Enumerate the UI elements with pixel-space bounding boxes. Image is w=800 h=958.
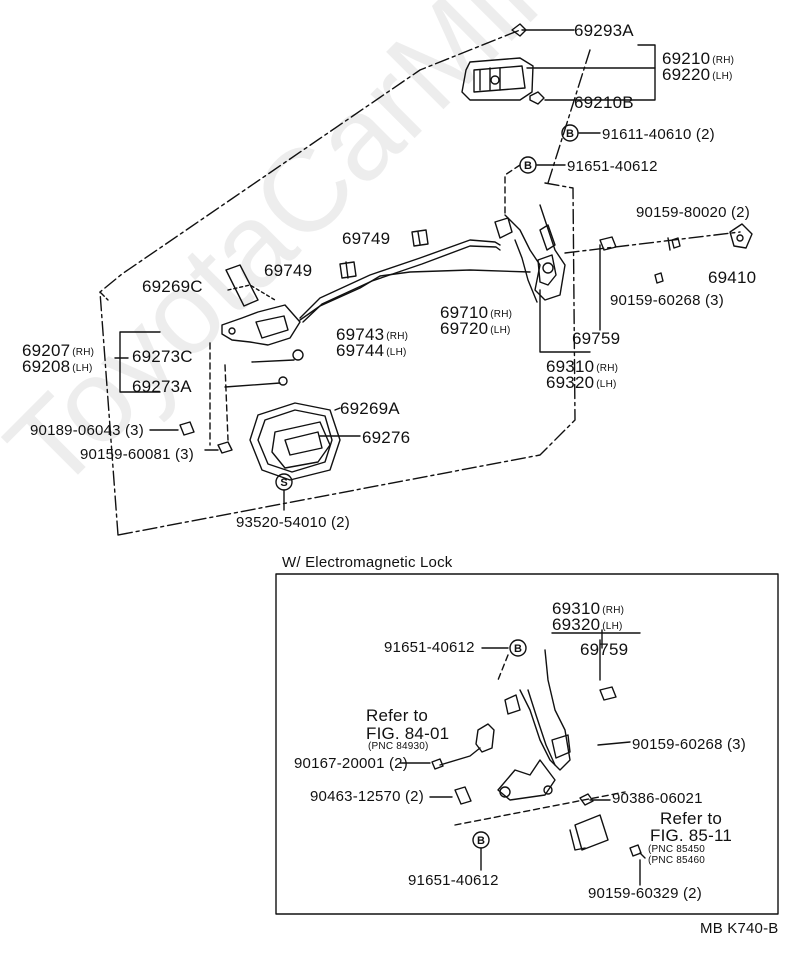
label-69410: 69410 <box>708 268 757 287</box>
label-90159-80020: 90159-80020 (2) <box>636 204 750 221</box>
label-69310-box: 69310(RH) <box>552 599 625 618</box>
label-91651-40612-box: 91651-40612 <box>384 639 475 656</box>
label-90159-60268-top: 90159-60268 (3) <box>610 292 724 309</box>
label-90159-60268-box: 90159-60268 (3) <box>632 736 746 753</box>
label-pnc-84930: (PNC 84930) <box>368 741 429 752</box>
label-fig-84-01: FIG. 84-01 <box>366 724 450 743</box>
diagram-code: MB K740-B <box>700 920 779 937</box>
label-90463-12570: 90463-12570 (2) <box>310 788 424 805</box>
label-90159-60329: 90159-60329 (2) <box>588 885 702 902</box>
door-lock-assembly <box>494 204 566 303</box>
label-69749-a: 69749 <box>342 229 391 248</box>
label-69269a: 69269A <box>340 399 400 418</box>
label-91651-40612-top: 91651-40612 <box>567 158 658 175</box>
label-fig-85-11: FIG. 85-11 <box>650 826 732 845</box>
pad-69269c <box>225 264 259 307</box>
label-69210: 69210(RH) <box>662 49 735 68</box>
circle-b-letter: B <box>477 835 485 847</box>
label-69749-b: 69749 <box>264 261 313 280</box>
circle-b-letter: B <box>514 643 522 655</box>
label-69293a: 69293A <box>574 21 634 40</box>
label-69759-box: 69759 <box>580 640 629 659</box>
label-91611-40610: 91611-40610 (2) <box>602 126 715 143</box>
handle-69276 <box>271 421 331 469</box>
label-93520-54010: 93520-54010 (2) <box>236 514 350 531</box>
label-90167-20001: 90167-20001 (2) <box>294 755 408 772</box>
label-69208: 69208(LH) <box>22 357 93 376</box>
outside-handle-part <box>461 23 545 105</box>
circle-b-3 <box>509 639 527 657</box>
label-69320-box: 69320(LH) <box>552 615 623 634</box>
circle-b-letter: B <box>524 160 532 172</box>
label-69720: 69720(LH) <box>440 319 511 338</box>
clip-69273a <box>278 376 288 386</box>
label-69320-top: 69320(LH) <box>546 373 617 392</box>
label-69276: 69276 <box>362 428 411 447</box>
circle-b-1 <box>561 124 579 142</box>
circle-b-letter: B <box>566 128 574 140</box>
em-lock-assembly <box>399 629 646 886</box>
label-69210b: 69210B <box>574 93 634 112</box>
em-lock-header: W/ Electromagnetic Lock <box>282 554 453 571</box>
door-outline <box>99 29 576 536</box>
label-pnc-85450: (PNC 85450 <box>648 844 706 855</box>
inside-handle-assembly <box>221 304 304 386</box>
label-69710: 69710(RH) <box>440 303 513 322</box>
label-90159-60081: 90159-60081 (3) <box>80 446 194 463</box>
label-69310-top: 69310(RH) <box>546 357 619 376</box>
label-69759-top: 69759 <box>572 329 621 348</box>
label-69743: 69743(RH) <box>336 325 409 344</box>
clip-69273c <box>292 349 304 361</box>
label-69744: 69744(LH) <box>336 341 407 360</box>
label-69269c: 69269C <box>142 277 203 296</box>
label-refer-to-1: Refer to <box>366 706 429 725</box>
bezel-69269a <box>249 402 341 481</box>
label-69273c: 69273C <box>132 347 193 366</box>
label-91651-40612-bottom: 91651-40612 <box>408 872 499 889</box>
label-90189-06043: 90189-06043 (3) <box>30 422 144 439</box>
label-69207: 69207(RH) <box>22 341 95 360</box>
label-pnc-85460: (PNC 85460 <box>648 855 706 866</box>
label-refer-to-2: Refer to <box>660 809 723 828</box>
label-90386-06021: 90386-06021 <box>612 790 703 807</box>
circle-s-letter: S <box>280 477 287 489</box>
label-69220: 69220(LH) <box>662 65 733 84</box>
label-69273a: 69273A <box>132 377 192 396</box>
electromagnetic-lock-box <box>275 573 779 915</box>
